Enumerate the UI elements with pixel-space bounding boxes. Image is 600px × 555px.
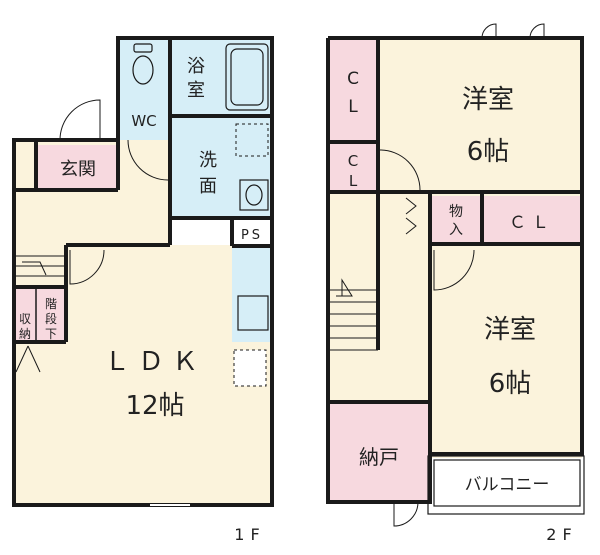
cl-right-label: ＣＬ (509, 213, 555, 233)
entry-door (59, 99, 101, 141)
cl-mid-area (328, 142, 378, 192)
under-stairs-label-1: 階 (45, 296, 57, 311)
storage-label-2: 納 (19, 327, 31, 341)
door-mid-room (433, 249, 475, 291)
monoire-label-1: 物 (449, 204, 463, 220)
nando-label: 納戸 (359, 445, 399, 469)
bathtub-icon (225, 43, 269, 111)
under-stairs-1f (36, 287, 66, 342)
bath-area (170, 38, 272, 116)
washroom-area (170, 116, 272, 218)
room-top-size: 6帖 (467, 137, 510, 167)
hall-door (127, 139, 169, 181)
cl-top-label-1: C (347, 69, 359, 89)
storage-1f (14, 287, 36, 342)
stairs-lines-1f (14, 255, 66, 277)
cl-top-area (328, 38, 378, 142)
door-top-room (379, 149, 421, 191)
bath-label-2: 室 (187, 80, 205, 101)
wc-label: WC (131, 112, 156, 130)
washbasin-icon (239, 179, 269, 211)
floor2-label: 2F (546, 525, 577, 544)
kitchen-counter (232, 246, 272, 342)
fridge-icon (233, 349, 267, 387)
labels: ＬＤＫ 12帖 WC 浴 室 洗 面 玄関 PS 収 納 階 段 下 1F 洋室… (19, 56, 577, 544)
under-stairs-label-3: 下 (45, 327, 57, 341)
door-balcony (393, 501, 419, 527)
ps-label: PS (241, 228, 263, 243)
storage-door (15, 345, 41, 373)
ps-area (232, 222, 272, 244)
sink-icon (237, 295, 269, 331)
floor1-label: 1F (234, 525, 265, 544)
ldk-door (69, 249, 105, 285)
washroom-label-2: 面 (199, 176, 217, 197)
window-arc-2 (529, 23, 545, 39)
window-arc-1 (481, 23, 497, 39)
door-monoire (405, 197, 417, 235)
washing-machine-icon (235, 123, 269, 157)
storage-label-1: 収 (19, 312, 31, 326)
stairs-lines-2f (328, 278, 378, 351)
ldk-size-label: 12帖 (125, 391, 184, 421)
monoire-label-2: 入 (449, 222, 463, 238)
room-top-area (378, 38, 582, 192)
cl-right-area (482, 196, 582, 244)
balcony-outline (427, 455, 585, 515)
walls-1f (12, 36, 274, 507)
bath-label-1: 浴 (187, 56, 205, 77)
ldk-label: ＬＤＫ (104, 347, 206, 377)
wc-area (118, 38, 170, 140)
ldk-area (14, 190, 272, 505)
room-top-label: 洋室 (462, 85, 514, 115)
walls-2f (326, 36, 584, 504)
cl-top-label-2: L (348, 97, 358, 117)
floor-1 (12, 36, 274, 507)
room-mid-size: 6帖 (489, 369, 532, 399)
balcony-area (430, 458, 582, 510)
balcony-label: バルコニー (465, 475, 550, 495)
entrance-label: 玄関 (60, 159, 96, 180)
monoire-area (430, 196, 482, 244)
cl-mid-label-1: C (348, 152, 358, 170)
floor-2 (326, 23, 585, 527)
under-stairs-label-2: 段 (45, 311, 57, 326)
toilet-icon (132, 43, 154, 85)
nando-area (328, 402, 430, 502)
cl-mid-label-2: L (349, 172, 358, 190)
room-mid-label: 洋室 (484, 315, 536, 345)
entrance-area (36, 145, 118, 190)
washroom-label-1: 洗 (199, 150, 217, 171)
